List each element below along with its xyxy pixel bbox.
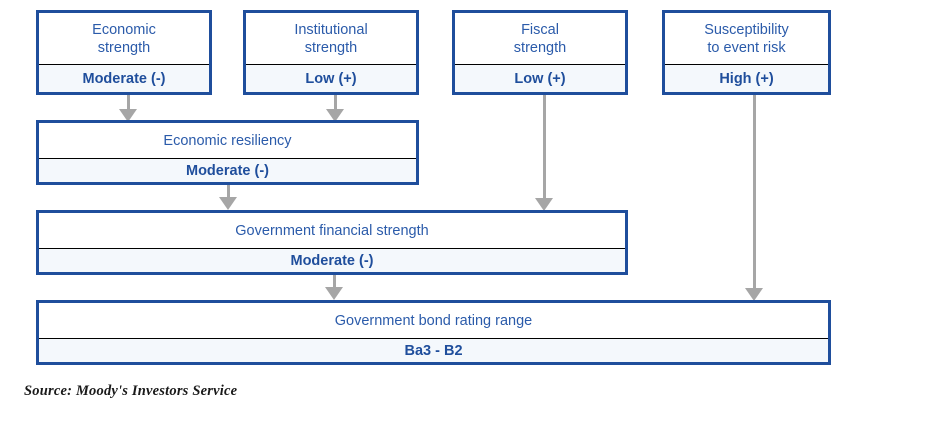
node-government-bond-rating-range[interactable]: Government bond rating range Ba3 - B2 (36, 300, 831, 365)
connector-stem (126, 95, 130, 109)
arrowhead-icon (535, 198, 553, 211)
node-value: Low (+) (455, 65, 625, 92)
node-value: Low (+) (246, 65, 416, 92)
node-value: Moderate (-) (39, 159, 416, 182)
node-value: Moderate (-) (39, 249, 625, 272)
arrowhead-icon (326, 109, 344, 122)
source-note: Source: Moody's Investors Service (24, 383, 238, 399)
connector-economic-resiliency-to-government-financial-strength (208, 183, 248, 210)
node-title: Susceptibility to event risk (665, 13, 828, 65)
node-title: Fiscal strength (455, 13, 625, 65)
connector-stem (332, 273, 336, 287)
node-fiscal-strength[interactable]: Fiscal strength Low (+) (452, 10, 628, 95)
connector-economic-strength-to-economic-resiliency (108, 95, 148, 122)
node-title: Economic resiliency (39, 123, 416, 159)
connector-stem (333, 95, 337, 109)
node-value: High (+) (665, 65, 828, 92)
connector-stem (752, 94, 756, 288)
node-title: Institutional strength (246, 13, 416, 65)
node-economic-strength[interactable]: Economic strength Moderate (-) (36, 10, 212, 95)
node-title: Economic strength (39, 13, 209, 65)
connector-stem (542, 94, 546, 198)
node-title: Government bond rating range (39, 303, 828, 339)
node-institutional-strength[interactable]: Institutional strength Low (+) (243, 10, 419, 95)
connector-susceptibility-to-event-risk-to-bond-rating-range (734, 94, 774, 301)
node-economic-resiliency[interactable]: Economic resiliency Moderate (-) (36, 120, 419, 185)
arrowhead-icon (325, 287, 343, 300)
connector-institutional-strength-to-economic-resiliency (315, 95, 355, 122)
arrowhead-icon (119, 109, 137, 122)
connector-government-financial-strength-to-bond-rating-range (314, 273, 354, 300)
node-title: Government financial strength (39, 213, 625, 249)
node-susceptibility-to-event-risk[interactable]: Susceptibility to event risk High (+) (662, 10, 831, 95)
node-government-financial-strength[interactable]: Government financial strength Moderate (… (36, 210, 628, 275)
connector-fiscal-strength-to-government-financial-strength (524, 94, 564, 211)
connector-stem (226, 183, 230, 197)
node-value: Ba3 - B2 (39, 339, 828, 362)
node-value: Moderate (-) (39, 65, 209, 92)
arrowhead-icon (745, 288, 763, 301)
arrowhead-icon (219, 197, 237, 210)
